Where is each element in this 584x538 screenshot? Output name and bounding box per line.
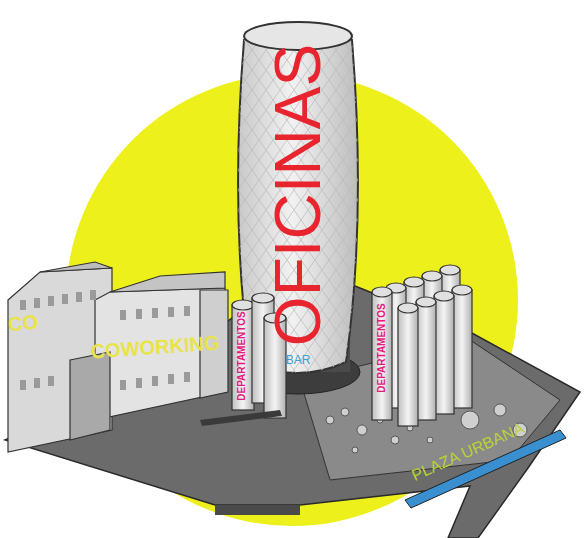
coworking-building-area: CO COWORKING bbox=[5, 265, 230, 455]
building-label: CO bbox=[7, 311, 39, 334]
building-label: DEPARTAMENTOS bbox=[237, 311, 247, 400]
bar-label-area: BAR bbox=[270, 350, 326, 370]
coworking-building bbox=[8, 262, 228, 452]
building-label: PLAZA URBANA bbox=[410, 420, 527, 484]
right-silos bbox=[372, 265, 472, 426]
building-label: OFICINAS bbox=[266, 44, 330, 346]
plaza-area: PLAZA URBANA bbox=[400, 420, 540, 480]
platform-edge bbox=[215, 505, 300, 515]
building-label: COWORKING bbox=[90, 333, 220, 362]
left-apartments-area: DEPARTAMENTOS bbox=[232, 298, 252, 410]
office-tower-label: OFICINAS bbox=[230, 30, 370, 370]
right-apartments-area: DEPARTAMENTOS bbox=[372, 288, 392, 418]
walkway bbox=[200, 410, 282, 426]
building-label: DEPARTAMENTOS bbox=[377, 303, 387, 392]
building-label: BAR bbox=[286, 354, 311, 366]
